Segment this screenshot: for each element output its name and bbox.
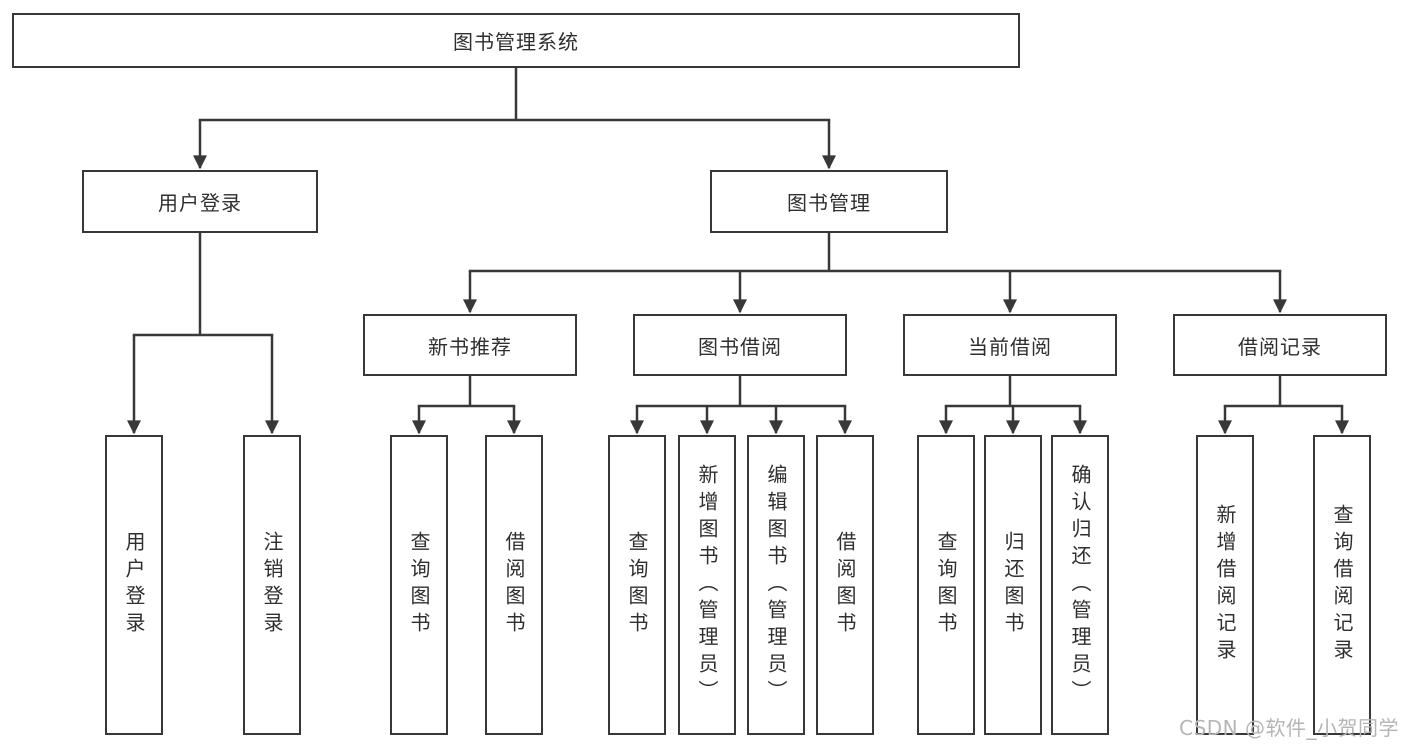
node-user-login-label: 用户登录 [158, 191, 242, 215]
leaf-records-query-label: 查询借阅记录 [1330, 504, 1354, 666]
node-book-mgmt-label: 图书管理 [787, 191, 871, 215]
leaf-current-return: 归还图书 [984, 435, 1042, 735]
leaf-borrow-edit-admin-label: 编辑图书（管理员） [764, 463, 788, 707]
user-login-branch [127, 233, 279, 435]
node-borrow-records-label: 借阅记录 [1238, 334, 1322, 359]
leaf-current-confirm-admin-label: 确认归还（管理员） [1068, 463, 1092, 707]
book-mgmt-branch [463, 233, 1287, 314]
leaf-user-login: 用户登录 [105, 435, 163, 735]
csdn-watermark: CSDN @软件_小贺同学 [1179, 716, 1399, 740]
leaf-logout: 注销登录 [243, 435, 301, 735]
leaf-borrow-edit-admin: 编辑图书（管理员） [747, 435, 805, 735]
book-borrow-branch [630, 376, 852, 435]
node-new-book-rec: 新书推荐 [363, 314, 577, 376]
leaf-borrow-add-admin: 新增图书（管理员） [678, 435, 736, 735]
leaf-newbook-query-label: 查询图书 [407, 531, 431, 639]
new-book-branch [412, 376, 521, 435]
leaf-borrow-query: 查询图书 [608, 435, 666, 735]
node-book-borrow-label: 图书借阅 [698, 334, 782, 359]
node-root: 图书管理系统 [12, 13, 1020, 68]
leaf-current-return-label: 归还图书 [1001, 531, 1025, 639]
node-borrow-records: 借阅记录 [1173, 314, 1387, 376]
leaf-newbook-borrow-label: 借阅图书 [502, 531, 526, 639]
current-borrow-branch [939, 376, 1087, 435]
leaf-records-add-label: 新增借阅记录 [1213, 504, 1237, 666]
leaf-current-confirm-admin: 确认归还（管理员） [1051, 435, 1109, 735]
leaf-records-add: 新增借阅记录 [1196, 435, 1254, 735]
leaf-borrow-book-label: 借阅图书 [833, 531, 857, 639]
leaf-borrow-add-admin-label: 新增图书（管理员） [695, 463, 719, 707]
node-user-login: 用户登录 [82, 170, 318, 233]
node-book-borrow: 图书借阅 [633, 314, 847, 376]
leaf-records-query: 查询借阅记录 [1313, 435, 1371, 735]
node-book-mgmt: 图书管理 [710, 170, 948, 233]
leaf-current-query: 查询图书 [917, 435, 975, 735]
root-branch [193, 68, 836, 170]
node-current-borrow-label: 当前借阅 [968, 334, 1052, 359]
leaf-newbook-borrow: 借阅图书 [485, 435, 543, 735]
node-current-borrow: 当前借阅 [903, 314, 1117, 376]
leaf-current-query-label: 查询图书 [934, 531, 958, 639]
leaf-logout-label: 注销登录 [260, 531, 284, 639]
leaf-borrow-book: 借阅图书 [816, 435, 874, 735]
leaf-borrow-query-label: 查询图书 [625, 531, 649, 639]
leaf-newbook-query: 查询图书 [390, 435, 448, 735]
leaf-user-login-label: 用户登录 [122, 531, 146, 639]
node-root-label: 图书管理系统 [453, 30, 579, 54]
node-new-book-rec-label: 新书推荐 [428, 334, 512, 359]
borrow-records-branch [1218, 376, 1349, 435]
